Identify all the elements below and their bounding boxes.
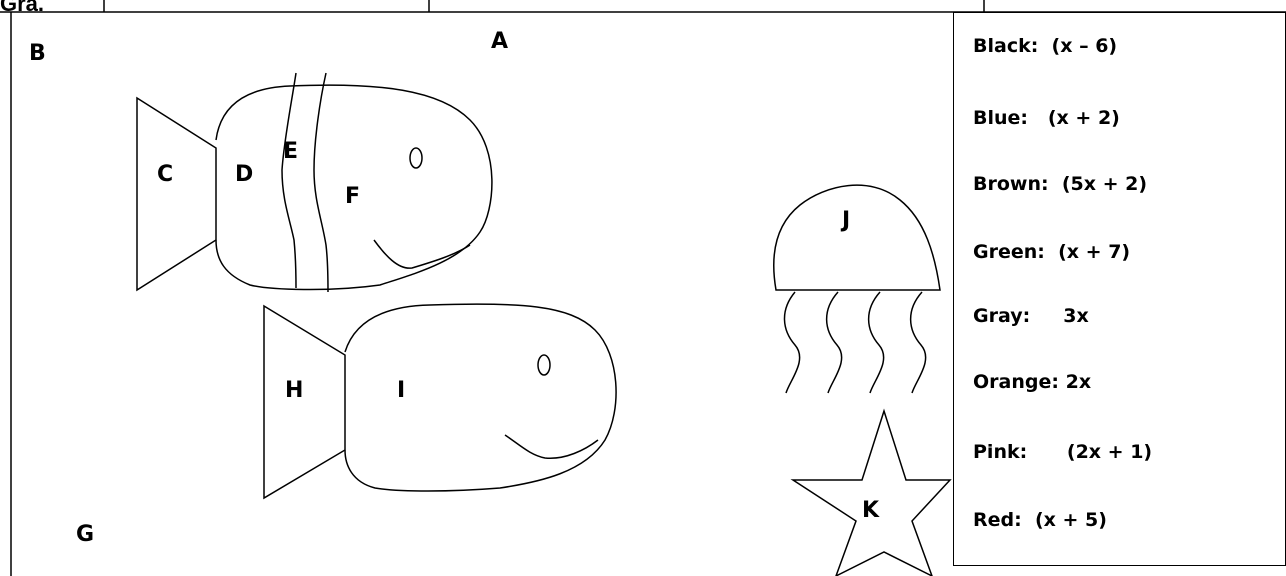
legend-expression: (x + 2) [1047, 107, 1120, 129]
fish-1-mouth [373, 239, 471, 269]
legend-item-red: Red: (x + 5) [973, 509, 1107, 531]
legend-item-green: Green: (x + 7) [973, 241, 1130, 263]
legend-expression: (x + 5) [1034, 509, 1107, 531]
header-table-lines [0, 0, 1286, 13]
region-label-j: J [842, 208, 851, 233]
legend-color-name: Green: [973, 241, 1045, 263]
region-label-f: F [345, 184, 361, 209]
fish-1-tail [136, 96, 217, 292]
jellyfish-tentacle-4 [909, 291, 927, 394]
legend-color-name: Blue: [973, 107, 1029, 129]
jellyfish-tentacle-1 [783, 291, 801, 394]
header-cropped-text: Gra. [0, 0, 45, 16]
jellyfish [773, 184, 941, 394]
legend-color-name: Orange: [973, 371, 1059, 393]
region-label-b: B [29, 41, 46, 66]
fish-1 [136, 72, 493, 293]
jellyfish-bell [773, 184, 941, 291]
fish-1-eye [409, 147, 423, 169]
region-label-k: K [862, 498, 880, 523]
legend-color-name: Brown: [973, 173, 1049, 195]
legend-expression: (x + 7) [1058, 241, 1131, 263]
legend-item-brown: Brown: (5x + 2) [973, 173, 1147, 195]
fish-1-stripe-2 [313, 72, 329, 293]
fish-1-stripe-1 [281, 72, 297, 289]
jellyfish-tentacle-3 [867, 291, 885, 394]
legend-item-blue: Blue: (x + 2) [973, 107, 1120, 129]
legend-expression: (5x + 2) [1061, 173, 1148, 195]
region-label-g: G [76, 522, 95, 547]
fish-1-body [215, 84, 493, 291]
legend-color-name: Gray: [973, 305, 1031, 327]
legend-color-name: Red: [973, 509, 1022, 531]
legend-item-gray: Gray: 3x [973, 305, 1089, 327]
fish-2 [263, 303, 617, 500]
legend-expression: 3x [1063, 305, 1089, 327]
region-label-a: A [491, 29, 509, 54]
legend-color-name: Black: [973, 35, 1039, 57]
region-label-d: D [235, 162, 254, 187]
fish-2-mouth [504, 434, 599, 459]
region-label-h: H [285, 378, 304, 403]
legend-expression: 2x [1065, 371, 1092, 393]
legend-item-orange: Orange: 2x [973, 371, 1091, 393]
fish-2-body [344, 303, 617, 492]
region-label-c: C [157, 162, 174, 187]
region-label-e: E [283, 139, 299, 164]
legend-expression: (2x + 1) [1066, 441, 1153, 463]
region-label-i: I [397, 378, 406, 403]
starfish [790, 408, 952, 576]
jellyfish-tentacle-2 [825, 291, 843, 394]
legend-item-black: Black: (x – 6) [973, 35, 1117, 57]
fish-2-eye [537, 354, 551, 376]
legend-color-name: Pink: [973, 441, 1028, 463]
fish-2-tail [263, 304, 346, 500]
legend-item-pink: Pink: (2x + 1) [973, 441, 1152, 463]
color-key-legend: Black: (x – 6) Blue: (x + 2) Brown: (5x … [953, 12, 1286, 566]
legend-expression: (x – 6) [1051, 35, 1118, 57]
